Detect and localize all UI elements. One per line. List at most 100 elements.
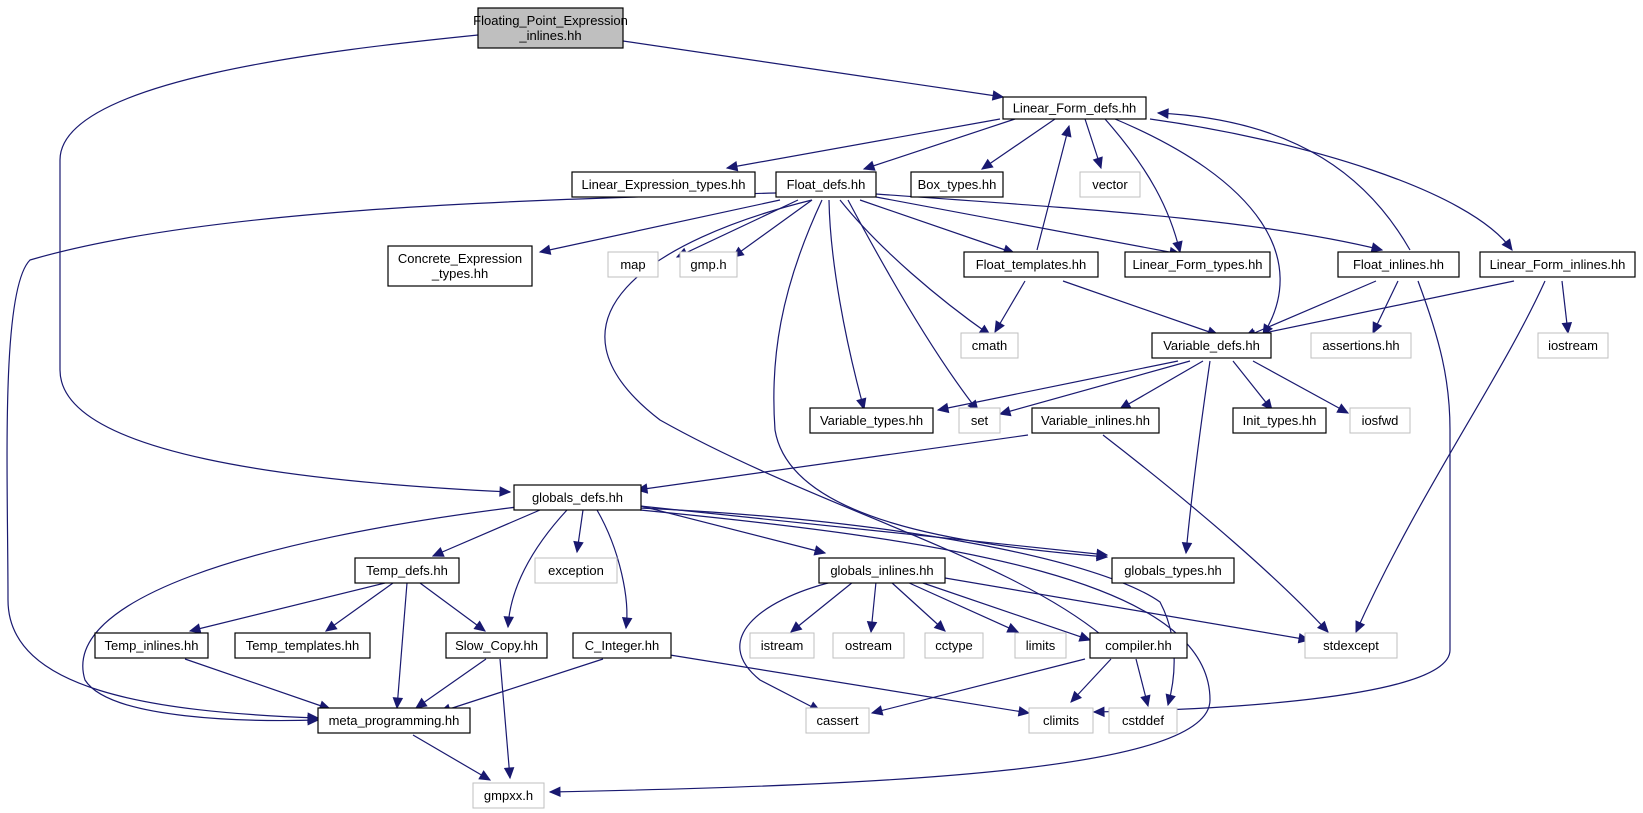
node-label: C_Integer.hh — [585, 638, 659, 653]
node-label: ostream — [845, 638, 892, 653]
node-label: cstddef — [1122, 713, 1164, 728]
node-box — [472, 782, 545, 809]
node-float-templates[interactable]: Float_templates.hh — [963, 251, 1099, 278]
node-variable-defs[interactable]: Variable_defs.hh — [1151, 332, 1272, 359]
edge-globals-defs-to-globals-types — [639, 505, 1108, 556]
edge-variable-inlines-to-globals-defs — [636, 434, 1029, 491]
edge-float-defs-to-set — [847, 199, 979, 412]
node-lf-defs[interactable]: Linear_Form_defs.hh — [1002, 96, 1147, 120]
node-variable-inlines[interactable]: Variable_inlines.hh — [1031, 407, 1160, 434]
edge-arrowheads — [188, 90, 1573, 798]
node-box — [832, 632, 905, 659]
node-label: Concrete_Expression — [398, 251, 522, 266]
arrowhead — [1006, 622, 1020, 633]
node-box — [572, 632, 672, 659]
node-label: istream — [761, 638, 804, 653]
edge-linear-form-defs-to-linear-form-inlines — [1149, 118, 1513, 251]
node-istream: istream — [749, 632, 815, 659]
node-variable-types[interactable]: Variable_types.hh — [809, 407, 934, 434]
edge-float-defs-to-cmath — [839, 199, 991, 336]
node-label: Linear_Expression_types.hh — [581, 177, 745, 192]
arrowhead — [1078, 631, 1092, 642]
arrowhead — [1092, 706, 1105, 718]
edge-variable-defs-to-iosfwd — [1252, 360, 1349, 414]
node-box — [960, 332, 1019, 359]
node-label: _inlines.hh — [518, 28, 581, 43]
node-c-integer[interactable]: C_Integer.hh — [572, 632, 672, 659]
arrowhead — [725, 160, 739, 172]
node-stdexcept: stdexcept — [1304, 632, 1398, 659]
node-box — [775, 171, 877, 198]
node-box — [1124, 251, 1271, 278]
node-label: Temp_templates.hh — [246, 638, 359, 653]
node-float-inlines[interactable]: Float_inlines.hh — [1337, 251, 1460, 278]
arrowhead — [1316, 620, 1329, 633]
node-fpe-inlines[interactable]: Floating_Point_Expression_inlines.hh — [473, 7, 628, 49]
node-label: globals_inlines.hh — [830, 563, 933, 578]
node-globals-inlines[interactable]: globals_inlines.hh — [818, 557, 946, 584]
arrowhead — [188, 623, 202, 634]
arrowhead — [503, 616, 515, 629]
node-compiler[interactable]: compiler.hh — [1089, 632, 1188, 659]
node-box — [607, 251, 659, 278]
node-temp-defs[interactable]: Temp_defs.hh — [354, 557, 460, 584]
node-box — [354, 557, 460, 584]
edge-globals-inlines-to-istream — [790, 581, 854, 633]
node-label: cmath — [972, 338, 1007, 353]
node-ostream: ostream — [832, 632, 905, 659]
edge-float-defs-to-concrete-expression-types — [539, 199, 781, 253]
node-label: vector — [1092, 177, 1128, 192]
node-label: Variable_inlines.hh — [1041, 413, 1150, 428]
arrowhead — [994, 320, 1005, 334]
node-box — [1079, 171, 1141, 198]
node-label: stdexcept — [1323, 638, 1379, 653]
node-globals-defs[interactable]: globals_defs.hh — [513, 484, 642, 511]
node-box-types[interactable]: Box_types.hh — [910, 171, 1004, 198]
node-box — [1089, 632, 1188, 659]
edge-float-defs-to-linear-form-types — [875, 196, 1181, 255]
arrowhead — [499, 486, 512, 497]
edge-globals-defs-to-meta-programming — [82, 506, 518, 722]
arrowhead — [548, 786, 561, 798]
arrowhead — [1017, 706, 1031, 717]
arrowhead — [1096, 548, 1109, 560]
arrowhead — [1070, 690, 1083, 703]
node-slow-copy[interactable]: Slow_Copy.hh — [445, 632, 548, 659]
node-lf-inlines[interactable]: Linear_Form_inlines.hh — [1479, 251, 1636, 278]
edge-variable-defs-to-set — [999, 360, 1191, 415]
node-init-types[interactable]: Init_types.hh — [1232, 407, 1327, 434]
node-cassert: cassert — [805, 707, 870, 734]
edge-float-defs-to-meta-programming — [6, 192, 777, 719]
edge-linear-form-defs-to-linear-form-types — [1104, 118, 1181, 253]
node-float-defs[interactable]: Float_defs.hh — [775, 171, 877, 198]
arrowhead — [856, 397, 867, 411]
node-label: Temp_inlines.hh — [105, 638, 199, 653]
arrowhead — [1092, 156, 1103, 170]
node-label: Linear_Form_defs.hh — [1013, 101, 1137, 116]
node-box — [958, 407, 1001, 434]
node-meta-programming[interactable]: meta_programming.hh — [317, 707, 471, 734]
node-temp-templates[interactable]: Temp_templates.hh — [234, 632, 371, 659]
node-globals-types[interactable]: globals_types.hh — [1111, 557, 1235, 584]
node-cctype: cctype — [924, 632, 984, 659]
edge-linear-form-inlines-to-variable-defs — [1244, 280, 1515, 338]
edge-globals-inlines-to-limits — [906, 581, 1019, 633]
edge-temp-defs-to-temp-inlines — [189, 582, 386, 632]
node-climits: climits — [1028, 707, 1094, 734]
node-lf-types[interactable]: Linear_Form_types.hh — [1124, 251, 1271, 278]
edge-variable-defs-to-globals-types — [1185, 360, 1211, 554]
node-box — [1031, 407, 1160, 434]
node-ce-types[interactable]: Concrete_Expression_types.hh — [387, 245, 533, 287]
edge-float-defs-to-float-inlines — [875, 193, 1383, 251]
node-label: Linear_Form_inlines.hh — [1490, 257, 1626, 272]
arrowhead — [1336, 403, 1350, 414]
edge-float-templates-to-variable-defs — [1062, 280, 1219, 336]
edge-variable-defs-to-variable-types — [937, 360, 1179, 411]
arrowhead — [1370, 242, 1384, 253]
node-cstddef: cstddef — [1108, 707, 1178, 734]
node-label: cctype — [935, 638, 973, 653]
node-temp-inlines[interactable]: Temp_inlines.hh — [94, 632, 209, 659]
node-box — [513, 484, 642, 511]
node-le-types[interactable]: Linear_Expression_types.hh — [571, 171, 756, 198]
node-assertions: assertions.hh — [1310, 332, 1412, 359]
